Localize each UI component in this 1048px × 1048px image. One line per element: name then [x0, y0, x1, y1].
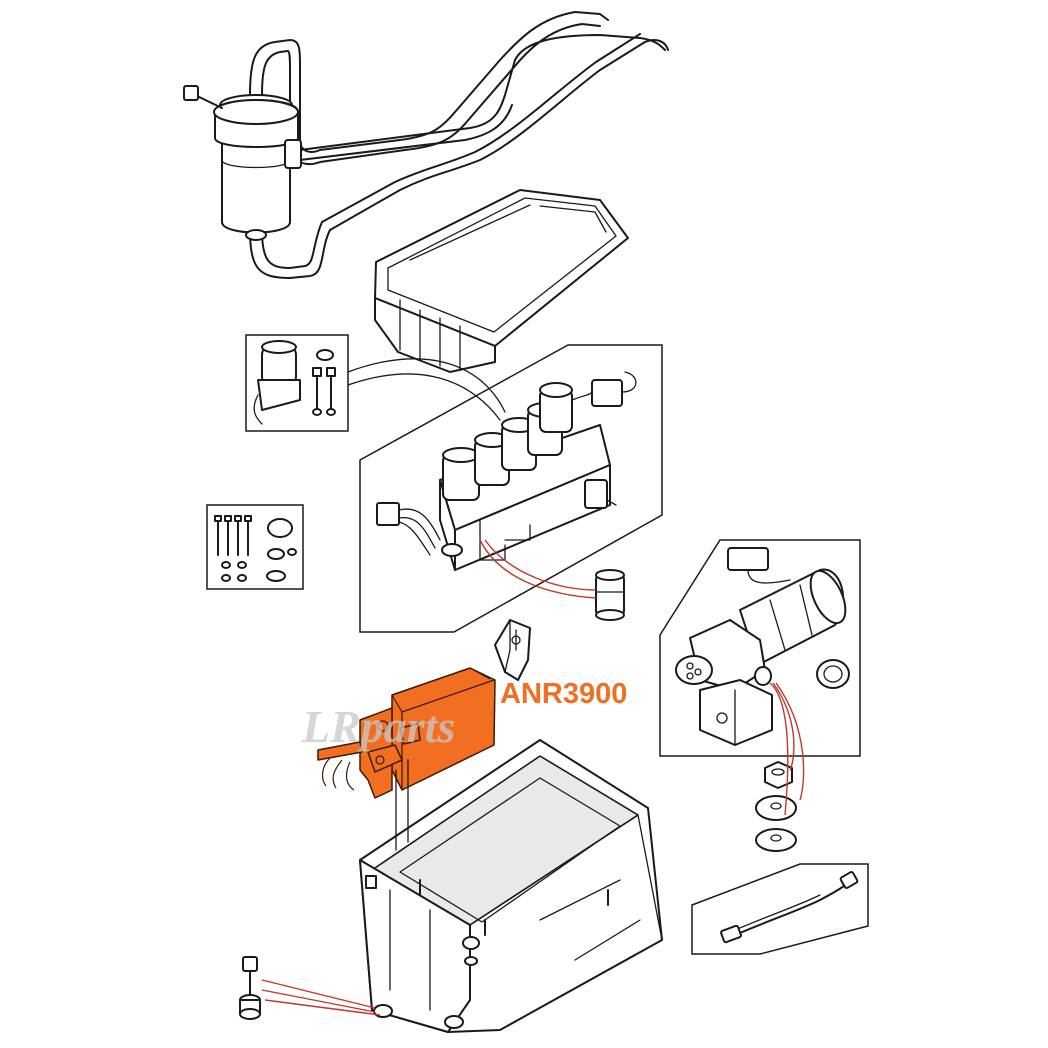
air-pipe-inset	[691, 863, 869, 955]
solenoid-kit-inset	[245, 334, 506, 432]
mounting-bolt	[239, 956, 261, 1020]
valve-block-tray	[359, 739, 663, 1033]
valve-block-cover	[374, 189, 629, 373]
air-dryer-assembly	[183, 11, 669, 279]
compressor-inset	[659, 539, 861, 757]
watermark-text: LRparts	[301, 701, 455, 752]
nut-and-washers	[755, 761, 797, 852]
mounting-bracket	[494, 619, 531, 681]
pressure-sensor	[595, 569, 625, 621]
leader-lines	[261, 539, 805, 1016]
seal-kit-inset	[206, 504, 304, 590]
highlighted-part-anr3900	[317, 667, 496, 799]
part-number-label: ANR3900	[500, 678, 627, 710]
